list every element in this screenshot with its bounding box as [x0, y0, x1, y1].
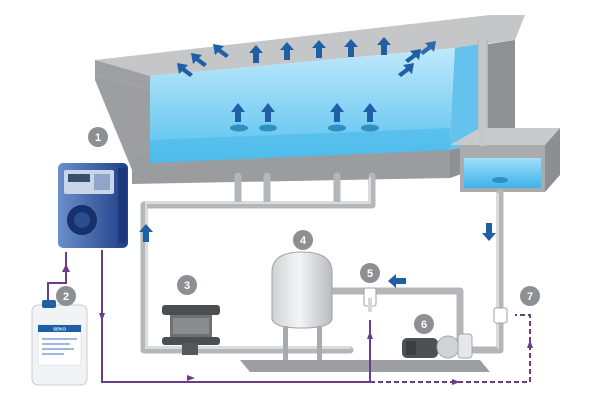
filter-tank: [272, 252, 332, 360]
measuring-point: [364, 288, 376, 312]
sample-arrow-up: [527, 340, 533, 348]
badge-4-label: 4: [300, 235, 307, 247]
badge-2-label: 2: [63, 291, 69, 303]
badge-7-label: 7: [527, 291, 533, 303]
filter-tank-leg: [317, 326, 322, 360]
heat-exchanger-port: [182, 343, 198, 355]
dosing-arrow-down: [99, 313, 105, 321]
equipment-base: [240, 360, 490, 372]
badge-1-label: 1: [95, 132, 101, 144]
sample-point: [494, 308, 507, 323]
pump-motor-fins: [406, 341, 416, 355]
heat-exchanger-fins: [173, 318, 209, 334]
circulation-pump: [402, 334, 472, 358]
canister-brand: SEKO: [53, 327, 66, 332]
canister-label-line: [42, 353, 64, 355]
pump-housing: [437, 336, 459, 358]
filter-tank-leg: [283, 326, 288, 360]
badge-6-label: 6: [421, 319, 427, 331]
floor-inlet-1: [230, 125, 248, 132]
sample-arrow-right: [452, 379, 460, 385]
pipe-arrow-left: [388, 274, 406, 288]
canister-label-line: [42, 343, 70, 345]
floor-inlet-4: [361, 125, 379, 132]
dosing-pump-keys: [94, 174, 110, 190]
dosing-pump-display: [68, 174, 90, 182]
heat-exchanger-top: [162, 305, 220, 315]
badge-3-label: 3: [184, 280, 190, 292]
balance-tank: [450, 128, 560, 192]
filter-tank-body: [272, 252, 332, 328]
pipe-arrow-down: [482, 223, 496, 241]
pump-strainer: [458, 334, 472, 358]
floor-inlet-2: [259, 125, 277, 132]
canister-label-line: [42, 338, 77, 340]
floor-inlet-3: [328, 125, 346, 132]
balance-tank-water: [464, 158, 541, 188]
dosing-arrow-up-2: [367, 331, 373, 339]
suction-pipe: [330, 291, 460, 345]
dosing-pump-head-inner: [74, 212, 90, 228]
dosing-pump-side: [118, 168, 126, 243]
tank-outlet-pipe: [470, 192, 500, 350]
dosing-pump: [58, 163, 128, 248]
chemical-canister: SEKO: [32, 300, 87, 385]
dosing-arrow-up: [62, 264, 70, 272]
dosing-arrow-right: [187, 375, 195, 381]
canister-label-line: [42, 348, 74, 350]
badge-5-label: 5: [367, 268, 373, 280]
measuring-probe: [368, 298, 372, 312]
canister-cap: [42, 300, 56, 308]
balance-tank-drain: [492, 177, 508, 183]
overflow-pipe: [479, 40, 486, 146]
sample-valve: [494, 308, 507, 323]
